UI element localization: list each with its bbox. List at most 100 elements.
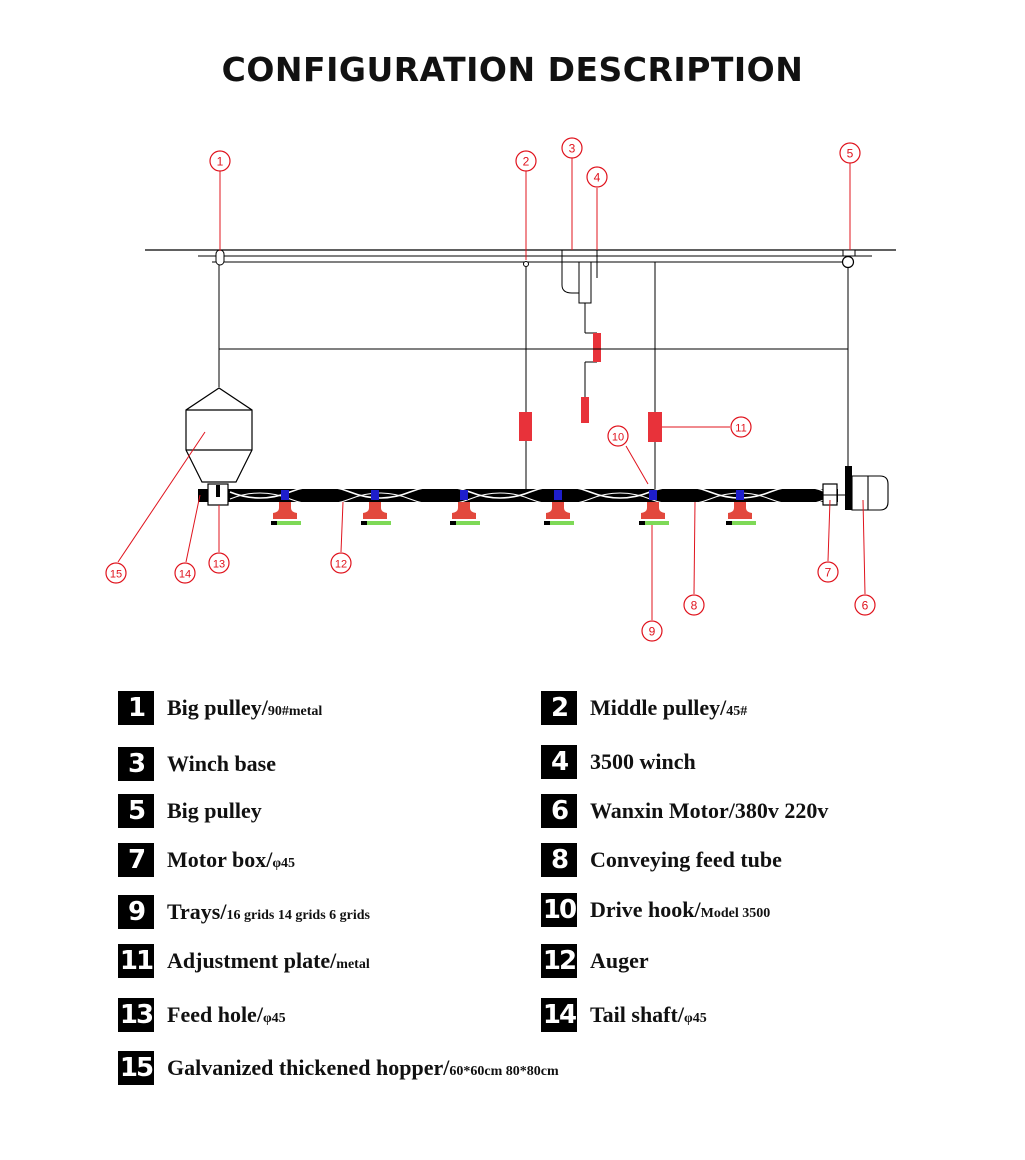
- legend-item-4: 4 3500 winch: [541, 745, 696, 779]
- legend-item-7: 7 Motor box/φ45: [118, 843, 295, 877]
- middle-pulley: [523, 261, 529, 267]
- legend-number: 11: [118, 944, 154, 978]
- callout-6: 6: [854, 594, 876, 616]
- tray: [450, 490, 480, 525]
- legend-number: 5: [118, 794, 154, 828]
- legend-number: 8: [541, 843, 577, 877]
- svg-text:9: 9: [649, 625, 656, 639]
- svg-text:7: 7: [825, 566, 832, 580]
- legend-item-3: 3 Winch base: [118, 747, 276, 781]
- svg-text:15: 15: [110, 569, 122, 581]
- legend-label: Middle pulley/45#: [590, 695, 748, 720]
- winch-plate-lower: [581, 397, 589, 423]
- callout-4: 4: [586, 166, 608, 188]
- callout-15: 15: [105, 562, 127, 584]
- legend-label: Big pulley: [167, 798, 262, 823]
- legend-item-2: 2 Middle pulley/45#: [541, 691, 747, 725]
- svg-text:11: 11: [735, 423, 746, 435]
- callout-14: 14: [174, 562, 196, 584]
- legend-label: Adjustment plate/metal: [167, 948, 370, 973]
- svg-text:13: 13: [213, 559, 225, 571]
- legend-item-14: 14 Tail shaft/φ45: [541, 998, 707, 1032]
- adjustment-plate-middle: [519, 412, 532, 441]
- legend-item-13: 13 Feed hole/φ45: [118, 998, 286, 1032]
- svg-text:8: 8: [691, 599, 698, 613]
- feeding-line-diagram: 1 2 3 4 5 6 7 8 9 10 11 12 13 14 15: [105, 137, 896, 642]
- callout-9: 9: [641, 620, 663, 642]
- tail-shaft: [216, 485, 220, 497]
- winch-assembly: [561, 250, 598, 397]
- callout-10: 10: [607, 425, 629, 447]
- legend-item-8: 8 Conveying feed tube: [541, 843, 782, 877]
- legend-label: Winch base: [167, 751, 277, 776]
- legend-item-1: 1 Big pulley/90#metal: [118, 691, 322, 725]
- callout-3: 3: [561, 137, 583, 159]
- motor-flange: [845, 466, 852, 510]
- legend-label: Galvanized thickened hopper/60*60cm 80*8…: [167, 1055, 559, 1080]
- legend-number: 1: [118, 691, 154, 725]
- tray: [639, 490, 669, 525]
- callouts: 1 2 3 4 5 6 7 8 9 10 11 12 13 14 15: [105, 137, 876, 642]
- legend-number: 14: [541, 998, 577, 1032]
- tray: [271, 490, 301, 525]
- legend-label: Motor box/φ45: [167, 847, 296, 872]
- legend-item-5: 5 Big pulley: [118, 794, 262, 828]
- legend-item-15: 15 Galvanized thickened hopper/60*60cm 8…: [118, 1051, 559, 1085]
- big-pulley-right: [841, 249, 856, 269]
- callout-2: 2: [515, 150, 537, 172]
- legend-number: 7: [118, 843, 154, 877]
- trays: [271, 490, 756, 525]
- legend-number: 12: [541, 944, 577, 978]
- svg-text:2: 2: [523, 155, 530, 169]
- legend-label: Drive hook/Model 3500: [590, 897, 771, 922]
- svg-text:10: 10: [612, 432, 624, 444]
- legend-item-9: 9 Trays/16 grids 14 grids 6 grids: [118, 895, 370, 929]
- legend-number: 13: [118, 998, 154, 1032]
- legend-label: Feed hole/φ45: [167, 1002, 286, 1027]
- svg-text:1: 1: [217, 155, 224, 169]
- svg-text:6: 6: [862, 599, 869, 613]
- tray: [544, 490, 574, 525]
- legend-item-6: 6 Wanxin Motor/380v 220v: [541, 794, 828, 828]
- legend-number: 2: [541, 691, 577, 725]
- legend-number: 3: [118, 747, 154, 781]
- wanxin-motor: [851, 475, 889, 511]
- callout-1: 1: [209, 150, 231, 172]
- winch-plate-upper: [593, 333, 601, 362]
- legend-item-11: 11 Adjustment plate/metal: [118, 944, 370, 978]
- hanging-cables: [218, 262, 849, 490]
- page-title: CONFIGURATION DESCRIPTION: [221, 50, 804, 89]
- callout-13: 13: [208, 552, 230, 574]
- big-pulley-left: [215, 249, 225, 266]
- callout-11: 11: [730, 416, 752, 438]
- svg-text:4: 4: [594, 171, 601, 185]
- legend-number: 6: [541, 794, 577, 828]
- legend-label: 3500 winch: [590, 749, 696, 774]
- callout-12: 12: [330, 552, 352, 574]
- legend-label: Conveying feed tube: [590, 847, 782, 872]
- legend-item-12: 12 Auger: [541, 944, 649, 978]
- legend-label: Big pulley/90#metal: [167, 695, 323, 720]
- callout-5: 5: [839, 142, 861, 164]
- adjustment-plate-right: [648, 412, 662, 442]
- svg-text:5: 5: [847, 147, 854, 161]
- legend-number: 15: [118, 1051, 154, 1085]
- legend-number: 4: [541, 745, 577, 779]
- legend-number: 9: [118, 895, 154, 929]
- svg-text:14: 14: [179, 569, 191, 581]
- tray: [726, 490, 756, 525]
- legend-number: 10: [541, 893, 577, 927]
- legend-label: Wanxin Motor/380v 220v: [590, 798, 829, 823]
- svg-text:12: 12: [335, 559, 347, 571]
- legend-item-10: 10 Drive hook/Model 3500: [541, 893, 770, 927]
- auger: [229, 485, 827, 499]
- callout-8: 8: [683, 594, 705, 616]
- tray: [361, 490, 391, 525]
- hopper: [185, 387, 253, 483]
- callout-7: 7: [817, 561, 839, 583]
- svg-text:3: 3: [569, 142, 576, 156]
- legend-label: Trays/16 grids 14 grids 6 grids: [167, 899, 370, 924]
- legend-label: Auger: [590, 948, 649, 973]
- legend-label: Tail shaft/φ45: [590, 1002, 707, 1027]
- leader-lines: [117, 158, 866, 620]
